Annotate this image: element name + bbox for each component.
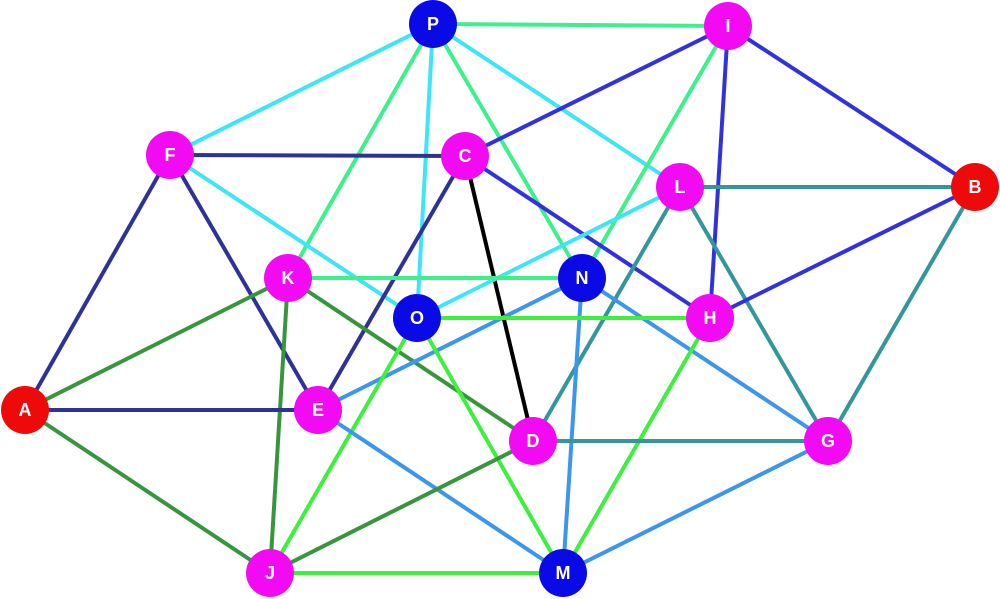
- node-label: O: [410, 308, 424, 328]
- node-circle: [1, 386, 49, 434]
- node-circle: [294, 386, 342, 434]
- node-circle: [656, 163, 704, 211]
- node-circle: [509, 417, 557, 465]
- node-c: C: [441, 132, 489, 180]
- node-label: F: [165, 145, 176, 165]
- node-circle: [246, 549, 294, 597]
- node-a: A: [1, 386, 49, 434]
- node-circle: [804, 417, 852, 465]
- node-label: D: [527, 431, 540, 451]
- edge-b-h: [709, 185, 976, 320]
- edge-p-f: [169, 22, 434, 157]
- edge-h-m: [561, 317, 712, 574]
- edge-n-e: [317, 276, 583, 412]
- edge-e-m: [316, 408, 565, 575]
- edge-f-o: [168, 153, 419, 320]
- node-g: G: [804, 417, 852, 465]
- node-d: D: [509, 417, 557, 465]
- edge-g-m: [562, 439, 829, 575]
- node-i: I: [704, 2, 752, 50]
- node-label: K: [282, 268, 295, 288]
- node-label: C: [459, 146, 472, 166]
- node-circle: [146, 131, 194, 179]
- node-circle: [409, 0, 457, 48]
- node-circle: [264, 254, 312, 302]
- node-circle: [441, 132, 489, 180]
- node-m: M: [539, 549, 587, 597]
- node-l: L: [656, 163, 704, 211]
- node-n: N: [558, 254, 606, 302]
- node-label: J: [265, 563, 275, 583]
- edge-i-b: [726, 24, 977, 189]
- edge-l-d: [531, 185, 682, 443]
- edge-f-a: [23, 154, 172, 411]
- edge-l-o: [416, 185, 681, 320]
- node-label: P: [427, 14, 439, 34]
- node-label: B: [969, 177, 982, 197]
- node-f: F: [146, 131, 194, 179]
- node-label: I: [725, 16, 730, 36]
- node-label: M: [556, 563, 571, 583]
- node-circle: [704, 2, 752, 50]
- node-p: P: [409, 0, 457, 48]
- edge-i-c: [464, 24, 729, 158]
- edge-l-g: [678, 185, 830, 443]
- node-label: E: [312, 400, 324, 420]
- edge-i-h: [708, 25, 730, 319]
- node-o: O: [393, 294, 441, 342]
- edge-p-o: [415, 23, 435, 319]
- edge-p-l: [431, 22, 682, 189]
- edge-k-d: [286, 276, 535, 443]
- edge-c-d: [463, 155, 535, 442]
- node-circle: [951, 163, 999, 211]
- edge-d-j: [269, 439, 534, 575]
- edge-n-g: [580, 276, 830, 443]
- edges-layer: [23, 22, 977, 575]
- edge-c-h: [463, 154, 712, 320]
- edge-f-e: [168, 153, 320, 412]
- node-circle: [558, 254, 606, 302]
- edge-o-j: [268, 317, 419, 574]
- node-e: E: [294, 386, 342, 434]
- node-label: H: [704, 308, 717, 328]
- edge-k-a: [24, 276, 289, 412]
- edge-n-m: [561, 277, 584, 574]
- node-label: G: [821, 431, 835, 451]
- node-label: L: [675, 177, 686, 197]
- edge-a-j: [23, 408, 272, 575]
- node-k: K: [264, 254, 312, 302]
- edge-b-g: [826, 185, 977, 443]
- node-circle: [393, 294, 441, 342]
- edge-p-k: [286, 23, 435, 279]
- edge-f-c: [169, 153, 466, 158]
- node-h: H: [686, 294, 734, 342]
- edge-i-n: [580, 24, 730, 280]
- edge-o-m: [415, 317, 565, 574]
- node-b: B: [951, 163, 999, 211]
- node-label: N: [576, 268, 589, 288]
- edge-c-e: [316, 154, 467, 412]
- node-circle: [686, 294, 734, 342]
- edge-k-j: [268, 277, 290, 574]
- edge-p-i: [432, 22, 729, 28]
- edge-p-n: [431, 22, 584, 280]
- node-label: A: [19, 400, 32, 420]
- node-circle: [539, 549, 587, 597]
- node-j: J: [246, 549, 294, 597]
